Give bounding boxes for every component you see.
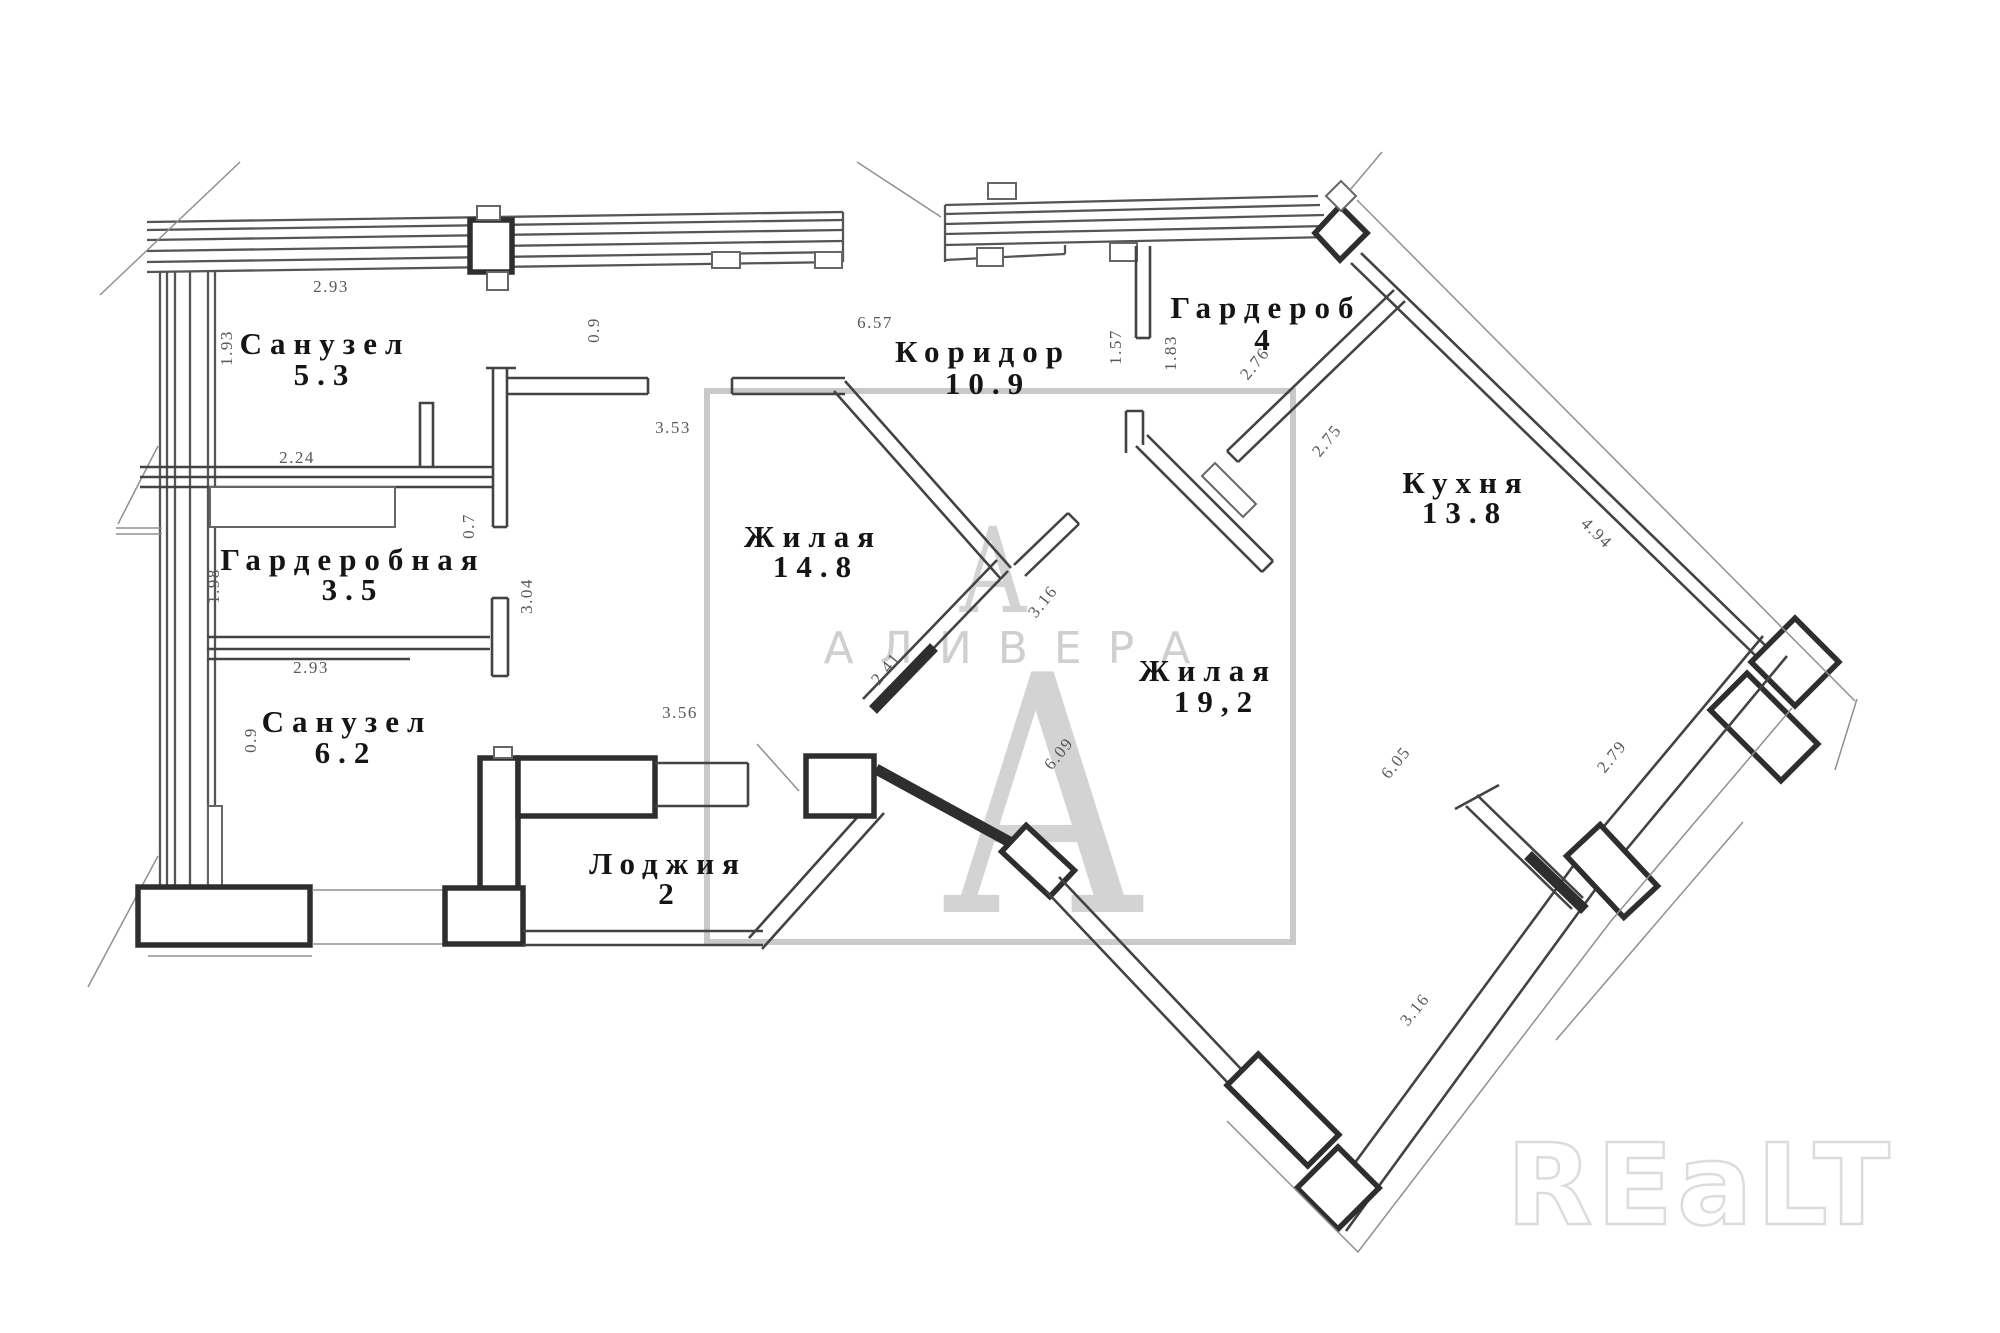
- watermark-word: АЛИВЕРА: [824, 623, 1217, 674]
- room-name: Гардеробная: [220, 542, 485, 577]
- dimension: 6.57: [857, 313, 893, 332]
- door-swing-loggia: [756, 743, 800, 792]
- room-area: 3.5: [322, 572, 385, 607]
- dimension: 1.57: [1106, 329, 1125, 365]
- watermark: А А АЛИВЕРА: [704, 388, 1296, 991]
- wall-southwest: [873, 764, 1383, 1233]
- door-swing-entrance: [856, 161, 942, 218]
- room-name: Санузел: [262, 704, 433, 739]
- room-area: 2: [658, 876, 682, 911]
- dimension: 0.9: [584, 317, 603, 343]
- wall-band-top-left: [99, 161, 845, 296]
- room-name: Гардероб: [1170, 290, 1361, 325]
- room-name: Санузел: [240, 326, 411, 361]
- room-area: 5.3: [294, 357, 357, 392]
- wall-bottom-left: [135, 884, 447, 957]
- room-area: 19,2: [1174, 684, 1260, 719]
- wall-garderob-kitchen: [1226, 289, 1406, 463]
- column-diamond-top: [1311, 151, 1383, 264]
- wall-garderobnaya-bottom: [207, 596, 510, 678]
- room-name: Лоджия: [589, 846, 747, 881]
- dimension: 3.56: [662, 703, 698, 722]
- room-name: Коридор: [895, 334, 1071, 369]
- room-labels: Санузел5.3Гардеробная3.5Санузел6.2Коридо…: [220, 290, 1529, 911]
- wall-left: [87, 271, 223, 988]
- wall-diagonal-corridor: [833, 380, 1080, 714]
- dimension: 2.93: [293, 658, 329, 677]
- wall-southeast: [1327, 635, 1789, 1232]
- room-area: 6.2: [315, 735, 378, 770]
- wall-kitchen-outer: [1350, 252, 1770, 660]
- room-area: 13.8: [1422, 495, 1508, 530]
- dimension: 2.93: [313, 277, 349, 296]
- dimension: 3.04: [517, 578, 536, 614]
- brand-logo: REaLT: [1506, 1121, 1894, 1251]
- dimension: 1.83: [1161, 335, 1180, 371]
- room-name: Жилая: [1139, 653, 1277, 688]
- column: [467, 217, 515, 275]
- wall-zhilaya148-top: [507, 376, 845, 396]
- dimension: 0.7: [459, 513, 478, 539]
- watermark-letter-large: А: [941, 607, 1146, 991]
- wall-sanuzel53-bottom: [140, 401, 493, 528]
- column-right-corner: [1706, 614, 1843, 785]
- dimension: 1.98: [204, 568, 223, 604]
- wall-garderob-left: [1134, 246, 1152, 340]
- room-area: 14.8: [773, 549, 859, 584]
- loggia-walls: [442, 743, 885, 950]
- room-name: Жилая: [744, 519, 882, 554]
- site-lines: [1226, 199, 1858, 1254]
- dimension: 0.9: [241, 727, 260, 753]
- room-area: 4: [1254, 322, 1278, 357]
- dimension: 1.93: [217, 330, 236, 366]
- wall-corridor-t: [1124, 409, 1274, 573]
- wall-band-top-right: [856, 161, 1333, 267]
- walls: [87, 151, 1858, 1254]
- dimension: 3.53: [655, 418, 691, 437]
- room-area: 10.9: [945, 366, 1031, 401]
- dimension: 2.24: [279, 448, 315, 467]
- wall-kitchen-partition: [1454, 783, 1589, 914]
- watermark-frame: [704, 388, 1296, 945]
- room-name: Кухня: [1402, 465, 1529, 500]
